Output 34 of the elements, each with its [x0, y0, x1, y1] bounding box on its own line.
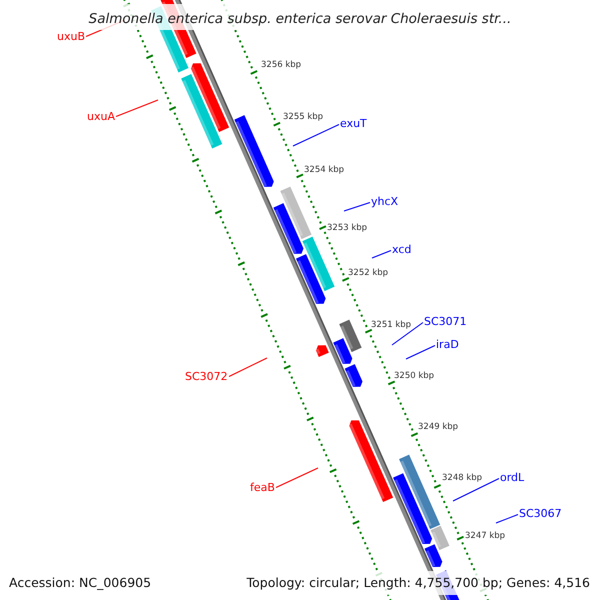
scale-label: 3250 kbp	[394, 371, 434, 381]
leader-line	[276, 468, 318, 488]
gene-label: uxuA	[87, 110, 115, 123]
scale-label: 3254 kbp	[304, 165, 344, 175]
leader-line	[116, 100, 158, 117]
scale-label: 3253 kbp	[327, 223, 368, 233]
scale-label: 3248 kbp	[442, 473, 482, 483]
scale-label: 3249 kbp	[418, 422, 458, 432]
gene-label: iraD	[436, 338, 459, 351]
leader-line	[292, 124, 340, 146]
scale-label: 3256 kbp	[261, 60, 302, 70]
gene-label: SC3071	[424, 315, 467, 328]
leader-line	[228, 358, 268, 377]
gene-label: yhcX	[371, 195, 398, 208]
leader-line	[452, 478, 500, 502]
gene-label: SC3072	[185, 370, 228, 383]
leader-line	[372, 250, 392, 258]
leader-line	[392, 322, 424, 346]
gene-label: uxuB	[57, 30, 85, 43]
leader-line	[344, 202, 370, 212]
footer-text: Accession: NC_006905	[9, 575, 152, 590]
footer-text: Topology: circular; Length: 4,755,700 bp; Genes: 4,516	[246, 575, 590, 590]
gene-label: xcd	[392, 243, 412, 256]
scale-label: 3247 kbp	[465, 531, 506, 541]
gene-label: exuT	[340, 117, 367, 130]
scale-label: 3255 kbp	[283, 112, 324, 122]
leader-line	[496, 514, 518, 524]
diagram-title: Salmonella enterica subsp. enterica serovar Choleraesuis str...	[88, 11, 512, 27]
gene-label: ordL	[500, 471, 524, 484]
scale-label: 3251 kbp	[371, 320, 412, 330]
gene-label: SC3067	[519, 507, 562, 520]
scale-label: 3252 kbp	[348, 268, 388, 278]
gene-label: feaB	[250, 481, 275, 494]
leader-line	[406, 345, 436, 360]
